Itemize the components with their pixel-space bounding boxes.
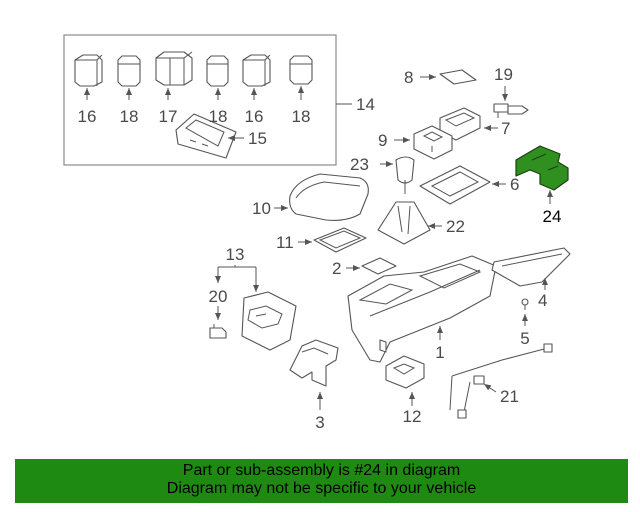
callout-10: 10	[252, 199, 271, 218]
callout-24: 24	[543, 207, 562, 226]
part-17-switch-double[interactable]	[155, 51, 193, 86]
part-11-mat[interactable]	[313, 227, 367, 253]
part-9-indicator[interactable]	[413, 125, 453, 160]
callout-23: 23	[350, 155, 369, 174]
part-19-socket[interactable]	[493, 103, 529, 118]
callout-1: 1	[435, 343, 444, 362]
callout-12: 12	[403, 407, 422, 426]
callout-7: 7	[501, 119, 510, 138]
callout-15: 15	[248, 129, 267, 148]
callout-3: 3	[315, 413, 324, 432]
banner-line-1: Part or sub-assembly is #24 in diagram	[182, 462, 461, 479]
callout-2: 2	[332, 259, 341, 278]
part-20-connector[interactable]	[209, 324, 227, 339]
part-24-highlighted-bracket[interactable]	[515, 145, 569, 191]
part-6-bezel[interactable]	[419, 165, 491, 205]
part-16-switch-right[interactable]	[242, 54, 271, 87]
callout-9: 9	[378, 131, 387, 150]
banner-line-2: Diagram may not be specific to your vehi…	[166, 480, 477, 497]
callout-6: 6	[510, 175, 519, 194]
callout-8: 8	[404, 68, 413, 87]
part-18-switch-1[interactable]	[117, 55, 141, 87]
callout-14: 14	[356, 95, 375, 114]
part-22-shift-boot[interactable]	[377, 201, 431, 245]
part-1-center-console[interactable]	[347, 255, 497, 363]
callout-4: 4	[538, 291, 547, 310]
part-23-shift-knob[interactable]	[395, 156, 415, 194]
part-18-switch-3[interactable]	[289, 55, 313, 85]
switch-group-box	[63, 34, 337, 166]
callout-16-right: 16	[245, 107, 264, 126]
callout-17: 17	[159, 107, 178, 126]
part-12-cup-holder[interactable]	[385, 355, 425, 389]
callout-19: 19	[494, 65, 513, 84]
part-16-switch-left[interactable]	[74, 54, 103, 87]
part-4-side-trim[interactable]	[491, 247, 571, 287]
part-3-lower-bracket[interactable]	[289, 339, 339, 387]
parts-diagram: 16 18 17 18 16 18 14 15 8 19 9 7 23 6 24…	[63, 34, 571, 432]
callout-21: 21	[500, 387, 519, 406]
part-21-wiring-harness[interactable]	[449, 343, 553, 419]
part-2-pad[interactable]	[361, 257, 397, 275]
part-10-armrest-lid[interactable]	[289, 173, 369, 221]
part-13-rear-panel[interactable]	[241, 291, 297, 351]
callout-18-a: 18	[120, 107, 139, 126]
part-8-pad[interactable]	[439, 69, 477, 85]
callout-5: 5	[520, 329, 529, 348]
part-18-switch-2[interactable]	[206, 55, 229, 87]
callout-13: 13	[226, 245, 245, 264]
callout-20: 20	[209, 287, 228, 306]
callout-18-c: 18	[292, 107, 311, 126]
part-5-clip[interactable]	[521, 298, 529, 310]
part-15-switch-bracket[interactable]	[175, 113, 237, 159]
callout-18-b: 18	[209, 107, 228, 126]
info-banner: Part or sub-assembly is #24 in diagram D…	[15, 459, 628, 503]
callout-16-left: 16	[78, 107, 97, 126]
callout-22: 22	[446, 217, 465, 236]
callout-11: 11	[276, 233, 294, 252]
